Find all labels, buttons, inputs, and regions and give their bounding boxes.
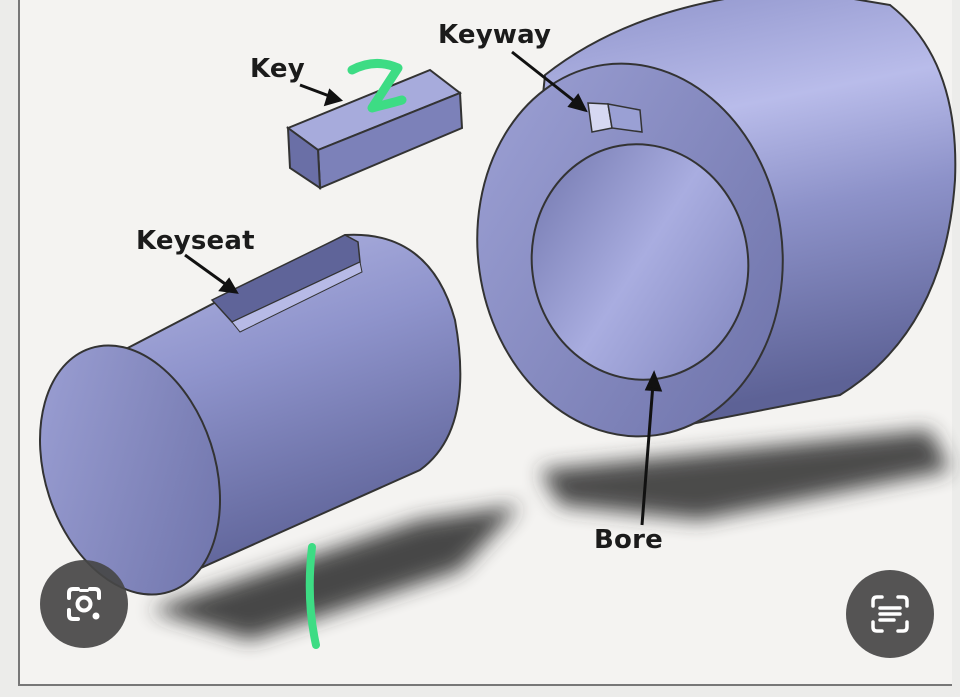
- label-key: Key: [250, 54, 305, 84]
- mark-one: [305, 543, 320, 649]
- text-scan-icon: [871, 595, 909, 633]
- keyseat-slot: [210, 234, 361, 323]
- shaft: [39, 233, 462, 596]
- key: [285, 68, 464, 190]
- shadows: [150, 430, 950, 640]
- text-scan-button[interactable]: [846, 570, 934, 658]
- leader-arrows: [184, 50, 663, 526]
- label-keyseat: Keyseat: [136, 226, 255, 256]
- handwritten-marks: [305, 59, 407, 649]
- google-lens-button[interactable]: [40, 560, 128, 648]
- label-bore: Bore: [594, 525, 663, 555]
- google-lens-icon: [67, 587, 101, 621]
- mark-two: [347, 59, 407, 113]
- hub: [476, 0, 957, 438]
- shaft-end-face: [39, 344, 221, 596]
- label-keyway: Keyway: [438, 20, 552, 50]
- bore-opening: [530, 143, 750, 381]
